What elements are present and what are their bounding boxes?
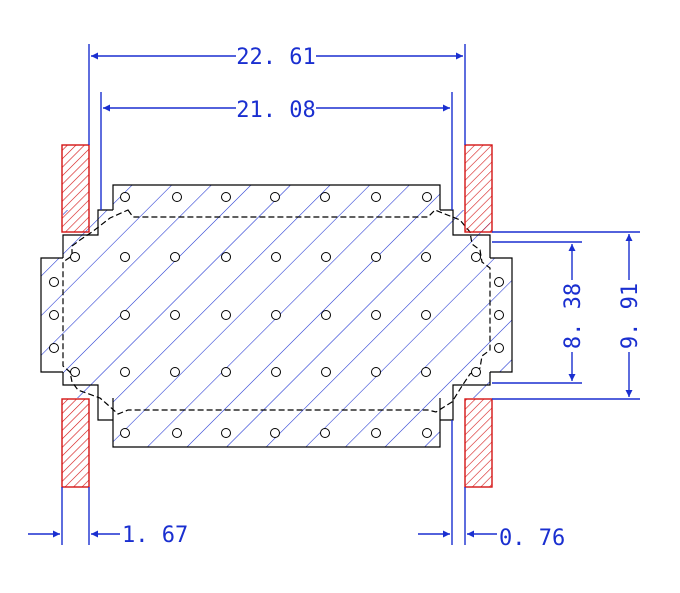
- via: [170, 252, 180, 262]
- via: [172, 428, 182, 438]
- via: [49, 277, 59, 287]
- via: [371, 192, 381, 202]
- dimension-lines: [28, 44, 640, 545]
- via: [271, 252, 281, 262]
- via: [271, 310, 281, 320]
- via: [421, 252, 431, 262]
- via: [494, 277, 504, 287]
- solder-pads: [61, 144, 493, 488]
- via: [321, 310, 331, 320]
- via: [321, 252, 331, 262]
- via: [271, 367, 281, 377]
- pad-top-left: [61, 144, 90, 233]
- via: [494, 343, 504, 353]
- body-step-outline-tr: [440, 209, 491, 258]
- top-tab-outline: [112, 184, 441, 210]
- via: [321, 367, 331, 377]
- via: [221, 252, 231, 262]
- via: [221, 192, 231, 202]
- via: [421, 367, 431, 377]
- via: [270, 428, 280, 438]
- via: [120, 192, 130, 202]
- via: [371, 367, 381, 377]
- dim-label-right-gap: 0. 76: [499, 526, 565, 551]
- dim-label-inner-height: 8. 38: [561, 283, 586, 349]
- via: [371, 252, 381, 262]
- via-grid: [49, 192, 504, 438]
- pad-top-right: [464, 144, 493, 233]
- left-tab-outline: [40, 257, 63, 373]
- via: [120, 367, 130, 377]
- bottom-tab-outline: [112, 398, 441, 448]
- body-step-outline-br: [440, 372, 491, 421]
- via: [221, 310, 231, 320]
- via: [120, 310, 130, 320]
- via: [170, 367, 180, 377]
- via: [221, 428, 231, 438]
- via: [371, 428, 381, 438]
- via: [320, 192, 330, 202]
- pad-bottom-right: [464, 398, 493, 488]
- right-tab-outline: [490, 257, 513, 373]
- via: [221, 367, 231, 377]
- via: [70, 252, 80, 262]
- via: [49, 343, 59, 353]
- inner-dashed-outline: [62, 209, 491, 415]
- via: [371, 310, 381, 320]
- dim-label-outer-width: 22. 61: [236, 45, 315, 70]
- dimension-labels: 22. 61 21. 08 8. 38 9. 91 1. 67 0. 76: [122, 45, 643, 551]
- via: [120, 252, 130, 262]
- via: [421, 310, 431, 320]
- via: [471, 367, 481, 377]
- via: [49, 310, 59, 320]
- via: [120, 428, 130, 438]
- pad-bottom-left: [61, 398, 90, 488]
- via: [422, 428, 432, 438]
- via: [320, 428, 330, 438]
- dim-label-left-gap: 1. 67: [122, 523, 188, 548]
- body-step-outline-bl: [62, 372, 113, 421]
- body-step-outline-tl: [62, 209, 113, 258]
- dim-label-outer-height: 9. 91: [618, 283, 643, 349]
- via: [422, 192, 432, 202]
- via: [494, 310, 504, 320]
- via: [170, 310, 180, 320]
- dim-label-inner-width: 21. 08: [236, 98, 315, 123]
- via: [270, 192, 280, 202]
- via: [70, 367, 80, 377]
- via: [172, 192, 182, 202]
- via: [471, 252, 481, 262]
